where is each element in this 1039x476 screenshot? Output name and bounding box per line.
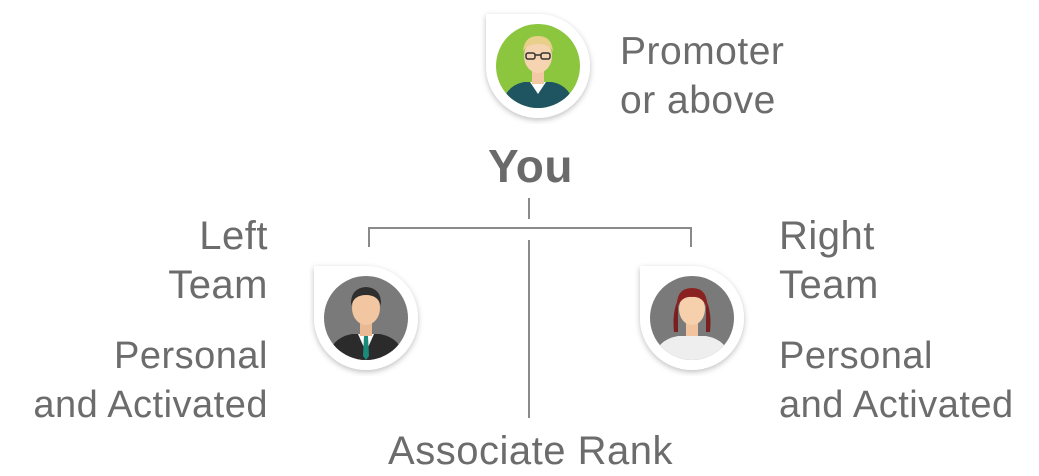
left-desc-line-2: and Activated — [33, 384, 268, 426]
left-desc-line-1: Personal — [114, 335, 268, 377]
left-team-description: Personal and Activated — [33, 332, 268, 430]
right-team-line-1: Right — [779, 214, 875, 258]
right-team-description: Personal and Activated — [779, 332, 1014, 430]
left-team-line-2: Team — [168, 263, 268, 307]
left-team-label: Left Team — [168, 212, 268, 310]
right-desc-line-1: Personal — [779, 335, 933, 377]
man-with-glasses-icon — [486, 14, 590, 118]
promoter-rank-line-2: or above — [620, 79, 776, 122]
you-label: You — [488, 140, 573, 192]
associate-rank-label: Associate Rank — [388, 429, 673, 473]
promoter-rank-label: Promoter or above — [620, 27, 784, 125]
promoter-rank-line-1: Promoter — [620, 30, 785, 73]
right-team-line-2: Team — [779, 263, 879, 307]
left-team-line-1: Left — [199, 214, 268, 258]
man-in-suit-icon — [314, 266, 418, 370]
right-team-label: Right Team — [779, 212, 879, 310]
right-desc-line-2: and Activated — [779, 384, 1014, 426]
woman-icon — [640, 266, 744, 370]
